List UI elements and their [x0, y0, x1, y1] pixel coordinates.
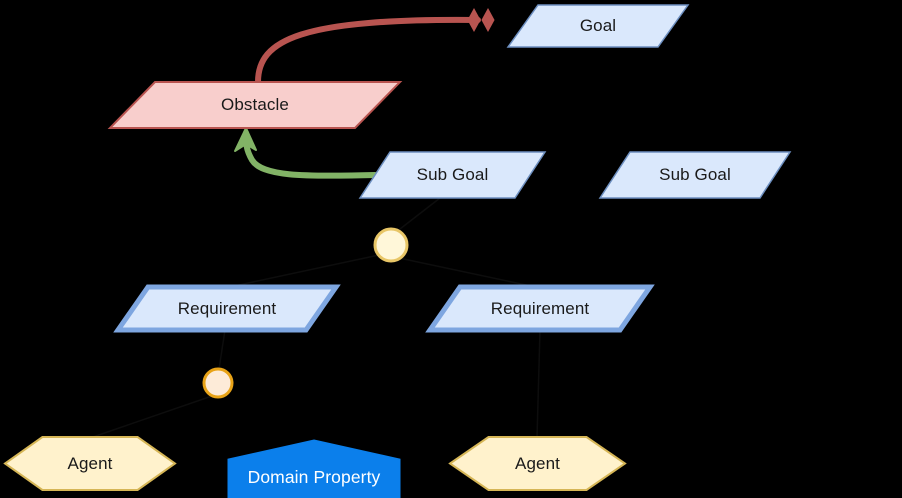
refinement-node-refinement-1[interactable] [373, 227, 409, 263]
node-agent-2[interactable] [448, 436, 627, 491]
node-agent-1[interactable] [3, 436, 177, 491]
edge-resolution-edge[interactable] [242, 130, 378, 179]
node-hit-requirement-2[interactable] [430, 287, 650, 330]
refinement-node-refinement-2[interactable] [202, 367, 234, 399]
node-subgoal-2[interactable] [598, 151, 792, 199]
node-hit-subgoal-1[interactable] [360, 152, 545, 198]
node-hit-agent-2[interactable] [450, 437, 625, 490]
edge-refine-circle1-req2[interactable] [398, 257, 541, 289]
edge-refine-subgoal1-circle1[interactable] [399, 197, 441, 230]
node-domain-property[interactable] [227, 439, 401, 498]
node-obstacle[interactable] [107, 81, 403, 129]
edges-layer [89, 7, 541, 439]
node-requirement-2[interactable] [425, 284, 655, 333]
resolution-arrowhead-icon [234, 127, 257, 152]
refinement-nodes-layer [202, 227, 409, 399]
edge-link-req2-agent2[interactable] [536, 329, 541, 439]
node-hit-domain-property[interactable] [228, 440, 400, 498]
node-hit-goal[interactable] [508, 5, 688, 47]
edge-link-circle2-agent1[interactable] [89, 395, 213, 439]
node-subgoal-1[interactable] [358, 151, 547, 199]
node-hit-subgoal-2[interactable] [600, 152, 790, 198]
node-hit-requirement-1[interactable] [118, 287, 336, 330]
nodes-layer [3, 4, 792, 498]
node-hit-obstacle[interactable] [110, 82, 400, 128]
edge-refine-circle1-req1[interactable] [224, 254, 380, 289]
edge-obstruction-edge[interactable] [255, 16, 481, 85]
edge-link-req1-circle2[interactable] [218, 329, 226, 370]
node-requirement-1[interactable] [113, 284, 341, 333]
node-hit-agent-1[interactable] [5, 437, 175, 490]
obstruction-cross-icon [467, 7, 495, 33]
node-goal[interactable] [506, 4, 690, 48]
